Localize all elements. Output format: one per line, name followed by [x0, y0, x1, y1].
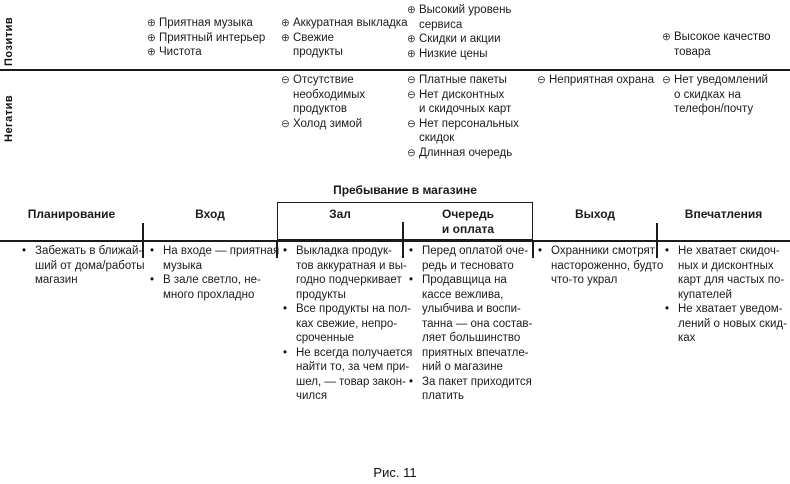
bullet-icon: • [665, 303, 670, 315]
table-header-rule [0, 240, 790, 242]
journey-note: •Выкладка продук- тов аккуратная и вы- г… [283, 245, 407, 301]
circled-plus-icon: ⊕ [407, 4, 416, 16]
journey-note: •Не всегда получается найти то, за чем п… [283, 346, 413, 403]
circled-plus-icon: ⊕ [407, 33, 416, 45]
body-column-hall: •Выкладка продук- тов аккуратная и вы- г… [283, 244, 413, 404]
journey-note: •Забежать в ближай- ший от дома/работы м… [22, 245, 145, 286]
journey-note: •Продавщица на кассе вежлива, улыбчива и… [409, 274, 533, 373]
circled-minus-icon: ⊖ [281, 74, 290, 86]
journey-note: •Не хватает уведом- лений о новых скид- … [665, 303, 787, 344]
negative-item: ⊖Неприятная охрана [537, 74, 654, 86]
positive-item: ⊕Приятный интерьер [147, 31, 266, 44]
stage-group-header: Пребывание в магазине [333, 183, 477, 197]
circled-minus-icon: ⊖ [281, 117, 290, 130]
circled-minus-icon: ⊖ [537, 74, 546, 86]
bullet-icon: • [409, 245, 414, 257]
bullet-icon: • [409, 274, 414, 286]
circled-plus-icon: ⊕ [662, 31, 671, 43]
column-header-hall: Зал [329, 207, 351, 221]
body-column-divider [532, 242, 534, 258]
negative-row-label: Негатив [3, 94, 15, 142]
circled-plus-icon: ⊕ [147, 46, 156, 58]
body-column-impressions: •Не хватает скидоч- ных и дисконтных кар… [665, 244, 789, 346]
positive-items-impressions: ⊕Высокое качество товара [662, 30, 788, 59]
column-header-checkout: Очередь и оплата [441, 207, 495, 236]
body-column-divider [402, 242, 404, 258]
body-column-planning: •Забежать в ближай- ший от дома/работы м… [22, 244, 145, 288]
negative-items-impressions: ⊖Нет уведомлений о скидках на телефон/по… [662, 73, 788, 117]
journey-note: •В зале светло, не- много прохладно [150, 274, 261, 301]
body-column-divider [142, 242, 144, 258]
circled-plus-icon: ⊕ [407, 47, 416, 60]
positive-negative-divider [0, 69, 790, 71]
column-header-entrance: Вход [195, 207, 225, 221]
journey-note: •Все продукты на пол- ках свежие, непро-… [283, 303, 411, 344]
bullet-icon: • [409, 375, 414, 388]
positive-row-label: Позитив [3, 16, 15, 66]
body-column-exit: •Охранники смотрят настороженно, будто ч… [538, 244, 664, 288]
journey-note: •Перед оплатой оче- редь и тесновато [409, 245, 529, 272]
positive-item: ⊕Аккуратная выкладка [281, 17, 408, 29]
bullet-icon: • [150, 245, 155, 257]
bullet-icon: • [283, 346, 288, 359]
negative-items-exit: ⊖Неприятная охрана [537, 73, 655, 88]
column-header-impressions: Впечатления [684, 207, 763, 221]
positive-item: ⊕Свежие продукты [281, 31, 343, 59]
circled-plus-icon: ⊕ [281, 31, 290, 44]
header-column-divider [142, 223, 144, 240]
positive-item: ⊕Низкие цены [407, 47, 488, 60]
positive-item: ⊕Приятная музыка [147, 17, 253, 29]
bullet-icon: • [538, 245, 543, 257]
bullet-icon: • [150, 274, 155, 286]
bullet-icon: • [665, 245, 670, 257]
journey-note: •За пакет приходится платить [409, 375, 532, 403]
negative-item: ⊖Холод зимой [281, 117, 362, 130]
positive-item: ⊕Высокий уровень сервиса [407, 4, 512, 31]
journey-note: •Охранники смотрят настороженно, будто ч… [538, 245, 664, 286]
negative-item: ⊖Нет персональных скидок [407, 117, 519, 145]
column-header-exit: Выход [574, 207, 616, 221]
positive-item: ⊕Высокое качество товара [662, 31, 771, 58]
body-column-divider [276, 242, 278, 258]
in-store-stage-box [277, 202, 533, 240]
body-column-entrance: •На входе — приятная музыка •В зале свет… [150, 244, 280, 302]
circled-minus-icon: ⊖ [407, 146, 416, 159]
body-column-divider [656, 242, 658, 258]
journey-note: •Не хватает скидоч- ных и дисконтных кар… [665, 245, 785, 301]
circled-plus-icon: ⊕ [147, 17, 156, 29]
negative-item: ⊖Нет уведомлений о скидках на телефон/по… [662, 74, 768, 115]
negative-item: ⊖Длинная очередь [407, 146, 513, 159]
negative-item: ⊖Отсутствие необходимых продуктов [281, 74, 366, 115]
bullet-icon: • [283, 303, 288, 315]
negative-item: ⊖Платные пакеты [407, 74, 507, 86]
journey-note: •На входе — приятная музыка [150, 245, 280, 272]
column-header-planning: Планирование [27, 207, 116, 221]
negative-items-hall: ⊖Отсутствие необходимых продуктов ⊖Холод… [281, 73, 403, 131]
bullet-icon: • [22, 245, 27, 257]
header-column-divider [656, 223, 658, 240]
circled-minus-icon: ⊖ [407, 88, 416, 101]
positive-items-checkout: ⊕Высокий уровень сервиса ⊕Скидки и акции… [407, 3, 531, 61]
positive-items-entrance: ⊕Приятная музыка ⊕Приятный интерьер ⊕Чис… [147, 16, 275, 60]
body-column-checkout: •Перед оплатой оче- редь и тесновато •Пр… [409, 244, 533, 404]
positive-items-hall: ⊕Аккуратная выкладка ⊕Свежие продукты [281, 16, 408, 60]
bullet-icon: • [283, 245, 288, 257]
negative-items-checkout: ⊖Платные пакеты ⊖Нет дисконтных и скидоч… [407, 73, 533, 160]
figure-caption: Рис. 11 [373, 465, 417, 480]
positive-item: ⊕Скидки и акции [407, 33, 501, 45]
circled-minus-icon: ⊖ [662, 74, 671, 86]
stage-box-inner-divider [402, 222, 404, 240]
circled-minus-icon: ⊖ [407, 117, 416, 130]
circled-minus-icon: ⊖ [407, 74, 416, 86]
negative-item: ⊖Нет дисконтных и скидочных карт [407, 88, 512, 116]
circled-plus-icon: ⊕ [147, 31, 156, 44]
positive-item: ⊕Чистота [147, 46, 202, 58]
circled-plus-icon: ⊕ [281, 17, 290, 29]
